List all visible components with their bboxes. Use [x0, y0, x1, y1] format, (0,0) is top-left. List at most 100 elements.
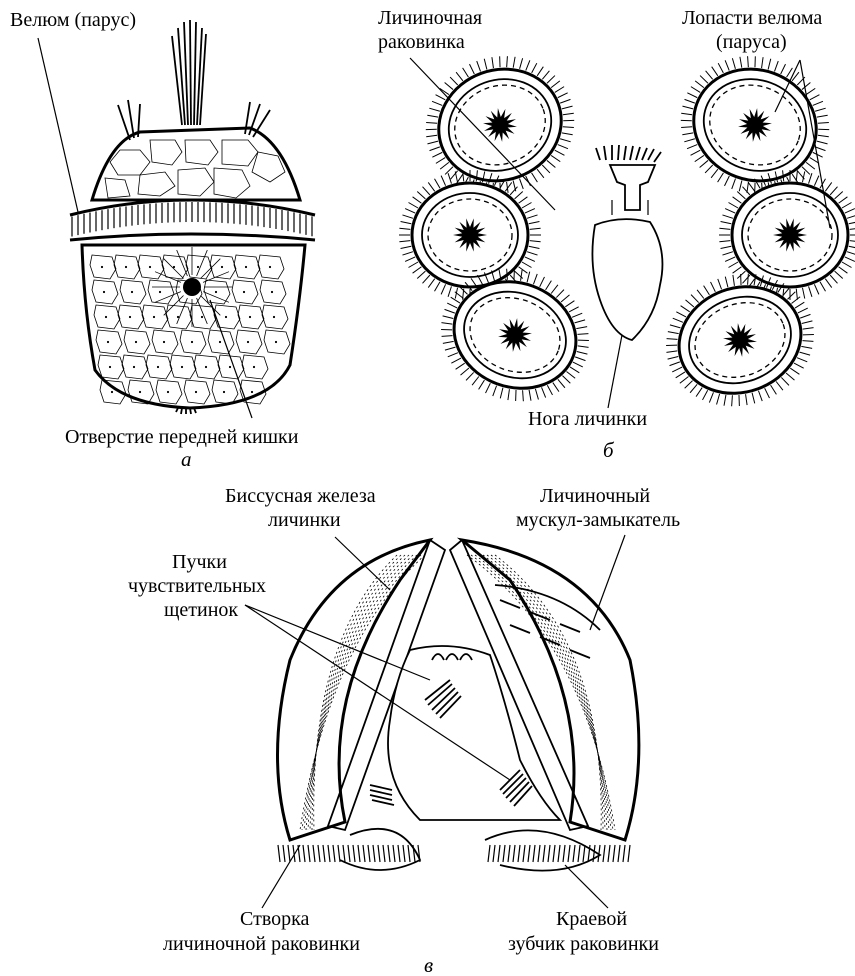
- cell-dot: [167, 391, 169, 393]
- lobe-cilium: [466, 371, 474, 382]
- lobe-cilium: [426, 133, 437, 139]
- lobe-cilium: [519, 179, 523, 189]
- lobe-cilium: [818, 126, 829, 133]
- lobe-cilium: [439, 162, 450, 169]
- lobe-cilium: [705, 163, 713, 174]
- lobe-cilium: [517, 58, 526, 69]
- lobe-cilium: [809, 173, 812, 183]
- label-tooth-1: Краевой: [556, 908, 627, 930]
- lobe-cilium: [561, 376, 572, 384]
- marginal-tooth: [623, 845, 625, 862]
- marginal-tooth: [278, 845, 280, 862]
- marginal-tooth: [573, 845, 575, 862]
- cell-dot: [215, 291, 217, 293]
- lobe-cilium: [748, 182, 754, 191]
- marginal-tooth: [493, 845, 495, 862]
- lobe-cilium: [535, 67, 546, 76]
- lobe-cilium: [797, 355, 807, 365]
- lobe-cilium: [445, 309, 455, 313]
- figure-c-pediveliger: [245, 535, 639, 908]
- lobe-cilium: [565, 371, 576, 378]
- lobe-cilium: [428, 279, 434, 288]
- lobe-cilium: [510, 57, 518, 68]
- lobe-cilium: [532, 172, 538, 183]
- lobe-cilium: [714, 394, 723, 405]
- marginal-tooth: [503, 845, 505, 862]
- marginal-tooth: [533, 845, 535, 862]
- lobe-cilium: [725, 176, 730, 187]
- marginal-tooth: [363, 845, 365, 862]
- lobe-cilium: [546, 280, 552, 291]
- lobe-cilium: [691, 148, 701, 158]
- lobe-cilium: [399, 241, 410, 242]
- marginal-tooth: [618, 845, 620, 862]
- lobe-cilium: [697, 289, 704, 300]
- marginal-tooth: [303, 845, 305, 862]
- lobe-cilium: [562, 105, 573, 110]
- cell-dot: [107, 341, 109, 343]
- lobe-cilium: [577, 330, 588, 338]
- marginal-tooth: [513, 845, 515, 862]
- lobe-cilium: [556, 288, 564, 299]
- marginal-tooth: [288, 845, 290, 862]
- label-bristles-2: чувствительных: [128, 575, 266, 597]
- cell-dot: [195, 391, 197, 393]
- cell-dot: [149, 266, 151, 268]
- marginal-tooth: [338, 845, 340, 862]
- lobe-cilium: [472, 375, 479, 386]
- lobe-cilium: [825, 279, 831, 288]
- lobe-cilium: [572, 310, 582, 320]
- lobe-cilium: [426, 126, 437, 133]
- lobe-cilium: [781, 376, 789, 387]
- lobe-cilium: [716, 63, 726, 73]
- lobe-cilium: [479, 379, 485, 390]
- lobe-cilium: [850, 228, 855, 229]
- lobe-cilium: [486, 383, 491, 394]
- lobe-cilium: [725, 257, 735, 261]
- cell-dot: [253, 366, 255, 368]
- foot-loop-right: [485, 830, 600, 870]
- lobe-cilium: [686, 298, 694, 309]
- lobe-cilium: [721, 246, 732, 248]
- neck-cilia: [596, 145, 661, 162]
- lobe-cilium: [815, 105, 826, 114]
- lobe-cilium: [694, 388, 705, 397]
- lobe-cilium: [742, 187, 749, 195]
- lobe-cilium: [512, 390, 519, 401]
- lobe-cilium: [558, 142, 568, 152]
- lobe-cilium: [725, 209, 735, 213]
- cell-dot: [105, 316, 107, 318]
- lobe-cilium: [688, 384, 699, 392]
- cell-dot: [205, 366, 207, 368]
- lobe-cilium: [683, 381, 694, 389]
- lobe-cilium: [800, 349, 811, 358]
- lobe-cilium: [432, 99, 442, 109]
- cell-dot: [177, 316, 179, 318]
- lobe-cilium: [435, 158, 446, 164]
- lobe-cilium: [802, 81, 810, 92]
- lobe-cilium: [409, 203, 419, 209]
- marginal-tooth: [523, 845, 525, 862]
- marginal-tooth: [323, 845, 325, 862]
- lobe-cilium: [422, 187, 429, 195]
- cell-dot: [251, 391, 253, 393]
- cell-dot: [249, 316, 251, 318]
- cell-dot: [269, 266, 271, 268]
- lobe-cilium: [523, 60, 533, 70]
- lobe-cilium: [849, 221, 855, 223]
- marginal-tooth: [393, 845, 395, 862]
- marginal-tooth: [358, 845, 360, 862]
- lobe-cilium: [429, 105, 440, 114]
- lobe-cilium: [561, 293, 569, 304]
- lobe-cilium: [786, 292, 797, 300]
- lobe-cilium: [845, 257, 855, 261]
- lobe-cilium: [551, 383, 562, 392]
- cell-dot: [225, 316, 227, 318]
- caption-a: а: [181, 447, 192, 471]
- lobe-cilium: [560, 136, 571, 145]
- larva-upper-body: [92, 128, 300, 200]
- lobe-cilium: [519, 390, 527, 401]
- lobe-cilium: [532, 389, 541, 400]
- lobe-cilium: [790, 366, 799, 377]
- marginal-tooth: [603, 845, 605, 862]
